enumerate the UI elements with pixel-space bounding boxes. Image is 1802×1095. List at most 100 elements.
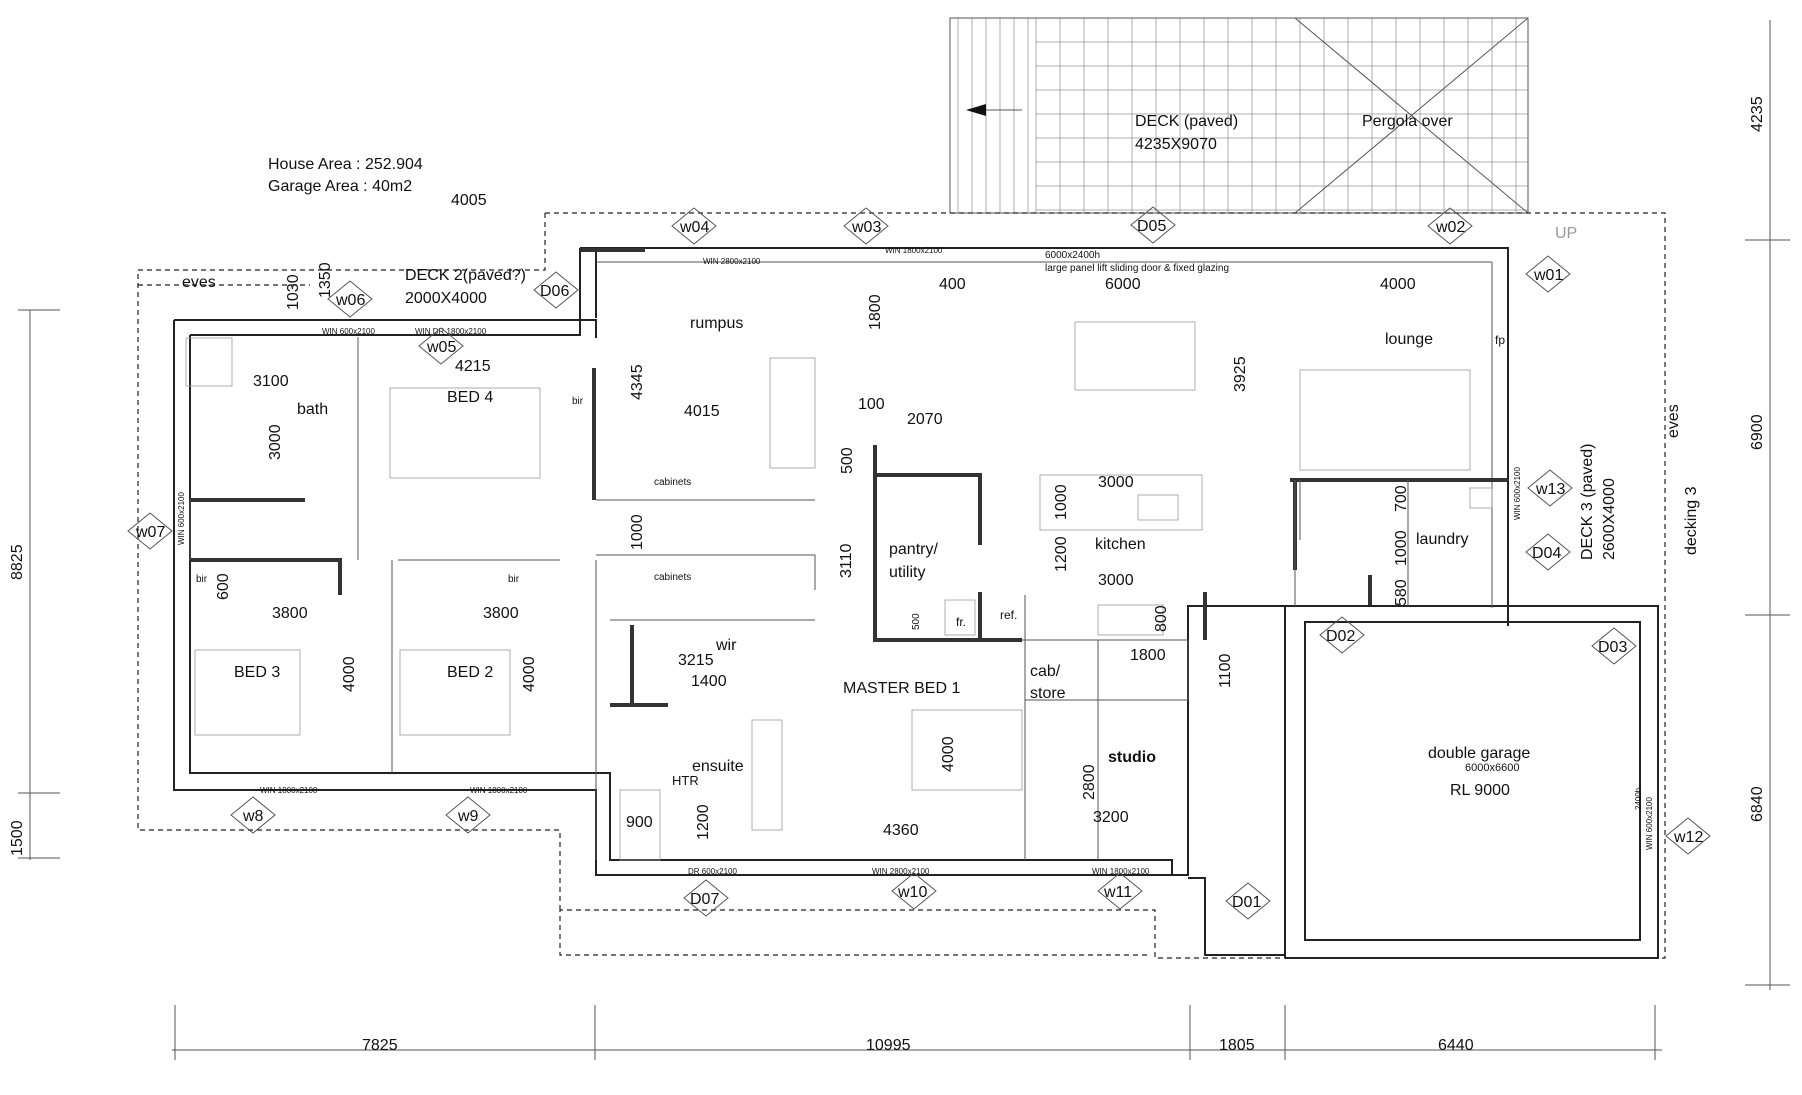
win-w13-size: WIN 600x2100 (1513, 467, 1522, 520)
tag-D05: D05 (1130, 206, 1176, 244)
outer-wall-inner (189, 248, 1173, 875)
eaves-outline (137, 212, 1666, 959)
dim-1030: 1030 (285, 274, 302, 310)
cooktop-icon (1097, 604, 1164, 636)
dim-bottom-6440: 6440 (1438, 1037, 1474, 1054)
dim-500: 500 (839, 447, 856, 474)
dim-3215: 3215 (678, 652, 714, 669)
tag-D07: D07 (683, 879, 729, 917)
dim-1800-rumpus: 1800 (867, 294, 884, 330)
bench-wall (978, 592, 1207, 640)
dim-1200-kitchen: 1200 (1053, 536, 1070, 572)
ref-label: ref. (1000, 608, 1017, 622)
dim-4000-bed2: 4000 (521, 656, 538, 692)
bed4-bed (389, 387, 541, 479)
garage-size-label: 6000x6600 (1465, 762, 1519, 774)
tag-w04: w04 (671, 207, 717, 245)
tag-w03: w03 (843, 207, 889, 245)
dim-4360: 4360 (883, 822, 919, 839)
svg-text:D07: D07 (690, 891, 719, 908)
master-bed (911, 709, 1023, 791)
tag-D04: D04 (1525, 533, 1571, 571)
kitchen-island (1039, 474, 1203, 531)
tag-w9: w9 (445, 796, 491, 834)
bed-divider (190, 558, 342, 595)
tag-w02: w02 (1427, 207, 1473, 245)
win-w8-size: WIN 1800x2100 (260, 786, 318, 795)
lounge-label: lounge (1385, 331, 1433, 348)
rumpus-sofa (769, 357, 816, 469)
dim-bottom-1805: 1805 (1219, 1037, 1255, 1054)
dim-900: 900 (626, 814, 653, 831)
dim-4345: 4345 (629, 364, 646, 400)
master-bed-label: MASTER BED 1 (843, 680, 960, 697)
dim-3110: 3110 (838, 543, 855, 578)
utility-label: utility (889, 564, 925, 581)
tag-w05: w05 (418, 327, 464, 365)
dim-1000-kitchen: 1000 (1053, 484, 1070, 520)
interior-walls (189, 337, 1409, 860)
garage-inner (1304, 621, 1641, 941)
svg-text:w04: w04 (679, 219, 709, 236)
dim-1000-hall: 1000 (629, 514, 646, 550)
house-area-label: House Area : 252.904 (268, 156, 423, 173)
decking3-label: decking 3 (1683, 486, 1700, 555)
tag-w01: w01 (1525, 255, 1571, 293)
dim-700: 700 (1393, 485, 1410, 512)
win-w03-size: WIN 1800x2100 (885, 246, 943, 255)
dim-right-4235: 4235 (1749, 96, 1766, 132)
dim-1350: 1350 (317, 262, 334, 298)
shower (619, 789, 661, 861)
dim-2800: 2800 (1081, 764, 1098, 800)
deck-size-label: 4235X9070 (1135, 136, 1217, 153)
fp-label: fp (1495, 333, 1505, 347)
up-label: UP (1555, 225, 1577, 242)
eves-left-label: eves (182, 274, 216, 291)
pergola-cross-b (1294, 17, 1529, 214)
sink-icon (1137, 494, 1179, 521)
studio-label: studio (1108, 749, 1156, 766)
bathtub-icon (185, 337, 233, 387)
dim-3200: 3200 (1093, 809, 1129, 826)
furniture (185, 321, 1493, 861)
dim-600: 600 (215, 573, 232, 600)
deck3-label: DECK 3 (paved) (1579, 444, 1596, 561)
dim-4005: 4005 (451, 192, 487, 209)
pergola-label: Pergola over (1362, 113, 1453, 130)
svg-text:w06: w06 (335, 292, 365, 309)
garage-area-label: Garage Area : 40m2 (268, 178, 412, 195)
sliding-door-desc: large panel lift sliding door & fixed gl… (1045, 263, 1229, 274)
wir-label: wir (715, 637, 737, 654)
tag-D02: D02 (1319, 616, 1365, 654)
laundry-label: laundry (1416, 531, 1468, 548)
bed2-bed (399, 649, 511, 736)
dim-3100: 3100 (253, 373, 289, 390)
dim-3000-bench: 3000 (1098, 572, 1134, 589)
dim-1100: 1100 (1217, 653, 1234, 688)
svg-text:w9: w9 (457, 808, 479, 825)
dining-table (1074, 321, 1196, 391)
dimensions: 4005 3100 4215 4015 400 6000 4000 100 20… (9, 96, 1766, 1054)
ensuite-label: ensuite (692, 758, 744, 775)
svg-text:w02: w02 (1435, 219, 1465, 236)
htr-label: HTR (672, 773, 699, 788)
bath-label: bath (297, 401, 328, 418)
deck2-label: DECK 2(paved?) (405, 267, 526, 284)
svg-text:D01: D01 (1232, 894, 1261, 911)
deck-label: DECK (paved) (1135, 113, 1238, 130)
dim-100: 100 (858, 396, 885, 413)
dim-800: 800 (1153, 605, 1170, 632)
svg-text:w11: w11 (1103, 884, 1132, 901)
arrow-left-icon (966, 104, 986, 116)
dim-6000: 6000 (1105, 276, 1141, 293)
svg-text:w07: w07 (135, 524, 165, 541)
dim-3000-bath: 3000 (267, 424, 284, 460)
window-tags: w04 w03 D05 w02 w01 D06 w06 w05 w07 w13 … (127, 206, 1711, 920)
tag-w10: w10 (891, 872, 937, 910)
bed2-label: BED 2 (447, 664, 493, 681)
svg-text:D04: D04 (1532, 545, 1561, 562)
fr-label: fr. (956, 615, 966, 629)
svg-text:D02: D02 (1326, 628, 1355, 645)
dim-1400: 1400 (691, 673, 727, 690)
